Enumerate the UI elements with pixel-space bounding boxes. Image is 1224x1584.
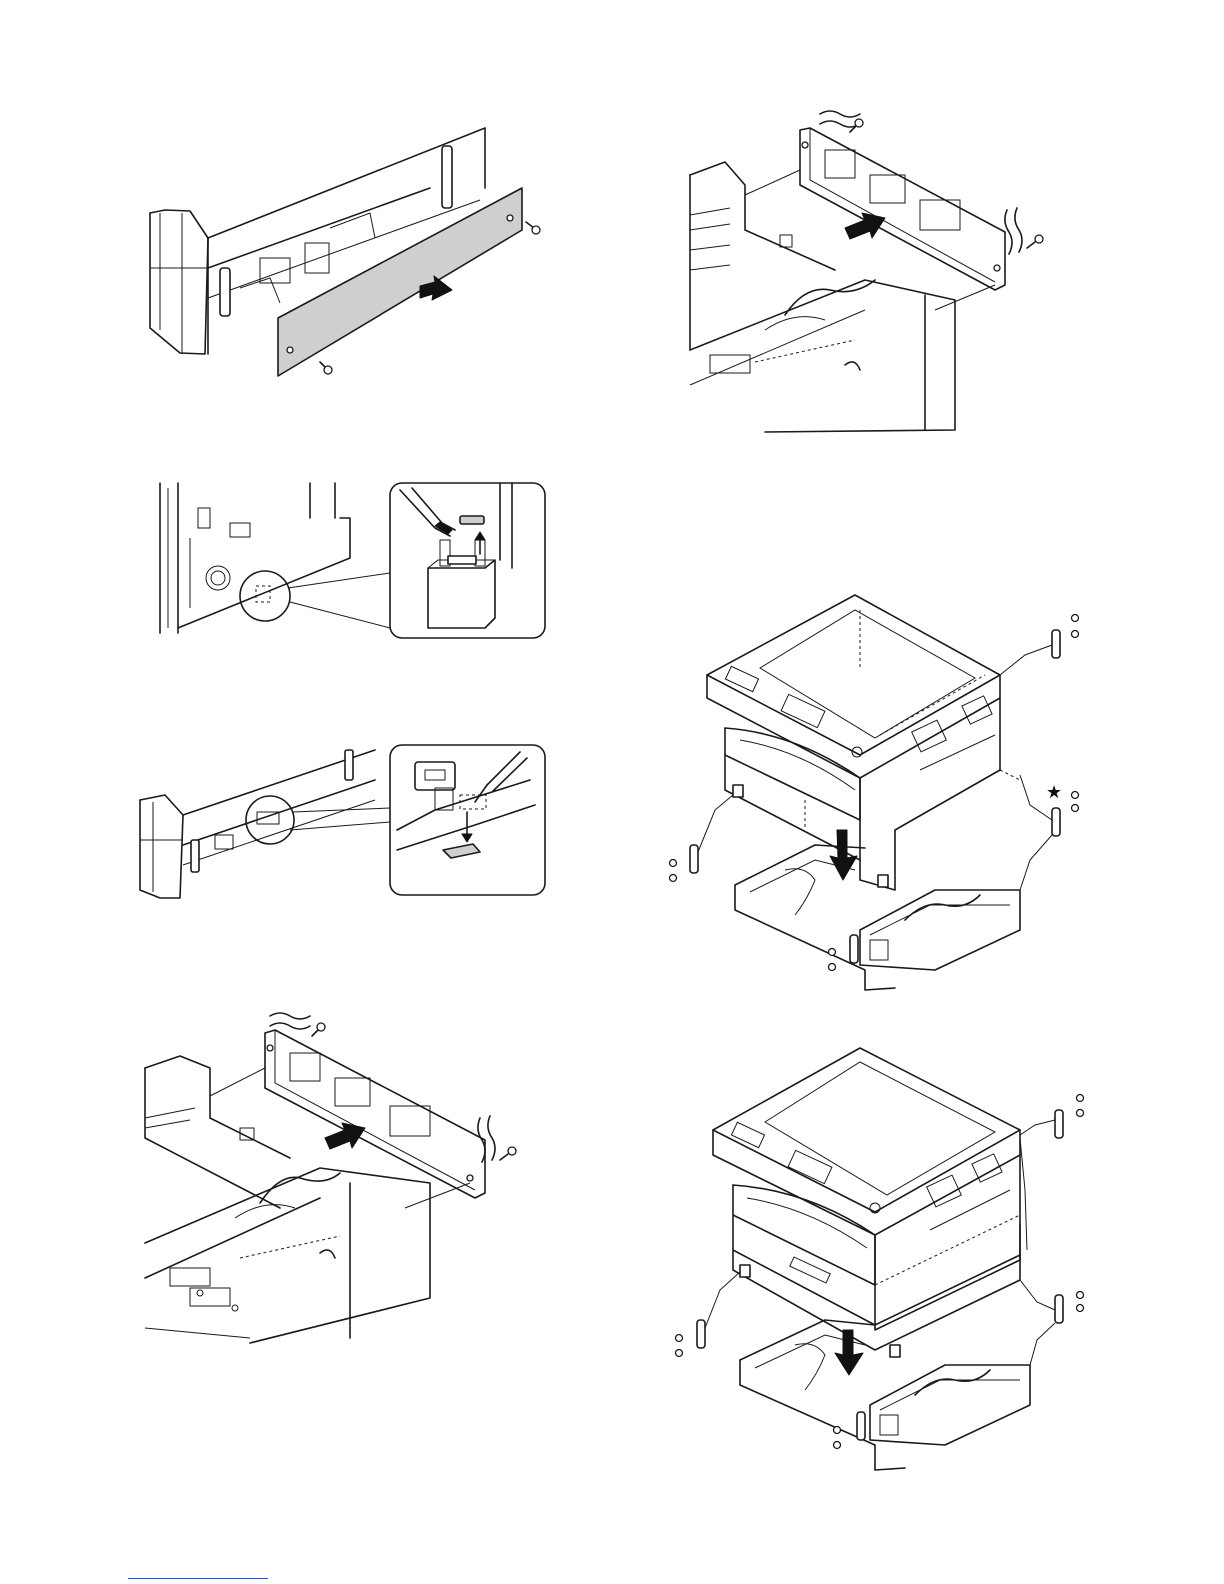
nipper-icon: [400, 488, 455, 536]
figure-copier-with-drawer-onto-tray-unit: [665, 1040, 1095, 1480]
screw-icon: [850, 119, 863, 132]
screw-icon: [320, 362, 332, 374]
arrow-up-icon: [475, 532, 485, 554]
arrow-down-icon: [835, 1330, 863, 1375]
arrow-right-icon: [845, 213, 885, 239]
footer-rule: [128, 1578, 268, 1579]
figure-rail-plate-attach-left: [140, 1008, 540, 1348]
figure-side-cover-removal: [130, 118, 560, 388]
figure-copier-onto-tray-unit: [665, 590, 1095, 1000]
screw-icon: [1027, 235, 1043, 248]
star-mark: ★: [1046, 784, 1062, 802]
figure-rail-plate-attach-right: [685, 100, 1065, 435]
screw-icon: [1077, 1095, 1084, 1117]
figure-connector-cover-cut: [150, 478, 550, 643]
arrow-down-icon: [830, 830, 857, 880]
figure-connector-cover-pry: [135, 740, 550, 900]
screw-icon: [1072, 615, 1079, 638]
arrow-right-icon: [325, 1123, 365, 1149]
screw-icon: [312, 1023, 325, 1036]
screw-icon: [500, 1147, 516, 1160]
screw-icon: [526, 222, 540, 234]
